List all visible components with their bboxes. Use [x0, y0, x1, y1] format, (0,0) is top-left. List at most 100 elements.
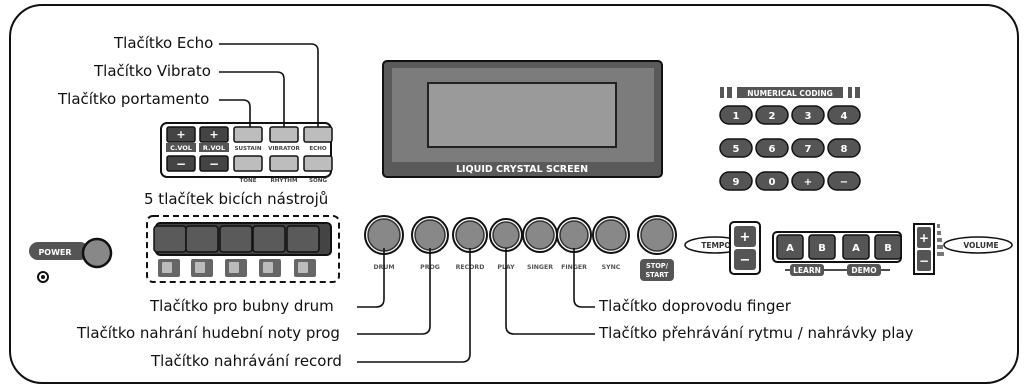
volume-plus-glyph: +	[919, 231, 929, 245]
stop-label: STOP/	[646, 262, 669, 270]
numpad-key-label: −	[840, 177, 848, 188]
drum-button[interactable]	[367, 218, 401, 252]
function-key-top[interactable]	[269, 126, 299, 143]
round-button-label: SYNC	[602, 264, 621, 271]
learn-demo-key-label: A	[786, 243, 794, 254]
function-key-top-label: ECHO	[309, 146, 327, 152]
function-key-top-label: SUSTAIN	[234, 146, 261, 152]
numpad-key[interactable]	[755, 105, 789, 125]
function-key-bottom-label: TONE	[239, 178, 256, 184]
callout-prog: Tlačítko nahrání hudební noty prog	[77, 324, 340, 342]
numpad-key[interactable]	[755, 138, 789, 158]
numpad-key-label: 4	[841, 111, 848, 122]
numpad-key-label: 3	[805, 111, 812, 122]
learn-demo-key[interactable]	[874, 234, 902, 260]
numpad-key[interactable]	[827, 138, 861, 158]
drum-pad[interactable]	[153, 225, 187, 253]
function-key-top-label: C.VOL	[170, 144, 192, 152]
minus-glyph: −	[176, 157, 186, 171]
singer-button[interactable]	[525, 220, 555, 250]
start-label: START	[645, 271, 669, 279]
function-key-bottom-label: SONG	[309, 178, 327, 184]
function-key-bottom[interactable]	[269, 155, 299, 172]
function-key-top-label: R.VOL	[203, 144, 225, 152]
callout-finger: Tlačítko doprovodu finger	[599, 297, 791, 315]
drum-pad[interactable]	[185, 225, 219, 253]
stop-start-label-box	[640, 259, 674, 281]
callout-portamento: Tlačítko portamento	[58, 90, 210, 108]
numpad-key-label: +	[804, 177, 812, 188]
callout-drum-pads: 5 tlačítek bicích nástrojů	[144, 190, 329, 208]
numerical-coding-header: NUMERICAL CODING	[720, 87, 860, 98]
numpad-key[interactable]	[719, 105, 753, 125]
power-button[interactable]	[81, 237, 113, 269]
stop-start-button[interactable]	[640, 218, 674, 252]
leader-lines	[219, 43, 595, 363]
drum-pad[interactable]	[286, 225, 320, 253]
volume-plus-button[interactable]	[917, 227, 931, 248]
function-key-minus[interactable]	[199, 155, 229, 172]
learn-demo-key-label: B	[884, 243, 892, 254]
learn-demo-key[interactable]	[842, 234, 870, 260]
numpad-key-label: 9	[733, 177, 740, 188]
tempo-minus-button[interactable]	[734, 249, 756, 270]
numpad-key[interactable]	[791, 138, 825, 158]
volume-control: + − VOLUME	[913, 223, 1013, 275]
function-key-top[interactable]	[199, 126, 229, 143]
prog-button[interactable]	[414, 219, 446, 251]
tempo-minus-glyph: −	[740, 253, 751, 268]
numpad-key[interactable]	[791, 105, 825, 125]
numerical-coding-label: NUMERICAL CODING	[747, 89, 833, 98]
power-label: POWER	[38, 248, 71, 257]
callout-vibrato: Tlačítko Vibrato	[94, 62, 211, 80]
volume-label: VOLUME	[963, 241, 998, 250]
function-button-block: + C.VOL + R.VOL SUSTAIN VIBRATOR ECHO − − TONE RH…	[160, 122, 333, 184]
tempo-label: TEMPO	[701, 241, 731, 250]
numpad-key[interactable]	[755, 171, 789, 191]
function-key-bottom[interactable]	[233, 155, 263, 172]
drum-pad[interactable]	[252, 225, 286, 253]
minus-glyph: −	[209, 157, 219, 171]
function-key-bottom-label: RHYTHM	[270, 178, 298, 184]
numpad-key-label: 6	[769, 144, 776, 155]
function-key-minus[interactable]	[166, 155, 196, 172]
panel-outline	[9, 4, 1019, 384]
function-key-top[interactable]	[166, 126, 196, 143]
power-area: POWER	[29, 237, 113, 283]
numpad-key-label: 5	[733, 144, 740, 155]
lcd-label: LIQUID CRYSTAL SCREEN	[456, 164, 588, 175]
learn-demo-key[interactable]	[776, 234, 804, 260]
learn-demo-key-label: B	[818, 243, 826, 254]
tempo-plus-button[interactable]	[734, 226, 756, 247]
drum-pad-group	[146, 215, 340, 283]
volume-minus-button[interactable]	[917, 250, 931, 271]
numpad-key[interactable]	[719, 138, 753, 158]
learn-label: LEARN	[793, 266, 821, 275]
plus-glyph: +	[176, 128, 185, 141]
numpad-key[interactable]	[791, 171, 825, 191]
learn-demo-key[interactable]	[808, 234, 836, 260]
record-button[interactable]	[455, 220, 485, 250]
function-key-top[interactable]	[303, 126, 333, 143]
callout-echo: Tlačítko Echo	[114, 34, 214, 52]
numpad-key-label: 1	[733, 111, 740, 122]
function-key-top[interactable]	[233, 126, 263, 143]
plus-glyph: +	[209, 128, 218, 141]
numpad-key-label: 0	[769, 177, 776, 188]
numpad-key[interactable]	[827, 171, 861, 191]
function-key-bottom[interactable]	[303, 155, 333, 172]
callout-drum: Tlačítko pro bubny drum	[150, 297, 334, 315]
drum-pad[interactable]	[219, 225, 253, 253]
numpad-key[interactable]	[827, 105, 861, 125]
numpad-key-label: 7	[805, 144, 812, 155]
play-button[interactable]	[492, 221, 520, 249]
numpad-key[interactable]	[719, 171, 753, 191]
sync-button[interactable]	[595, 219, 627, 251]
callout-play: Tlačítko přehrávání rytmu / nahrávky pla…	[599, 324, 914, 342]
finger-button[interactable]	[559, 220, 589, 250]
function-key-top-label: VIBRATOR	[268, 146, 300, 152]
volume-minus-glyph: −	[919, 254, 929, 268]
